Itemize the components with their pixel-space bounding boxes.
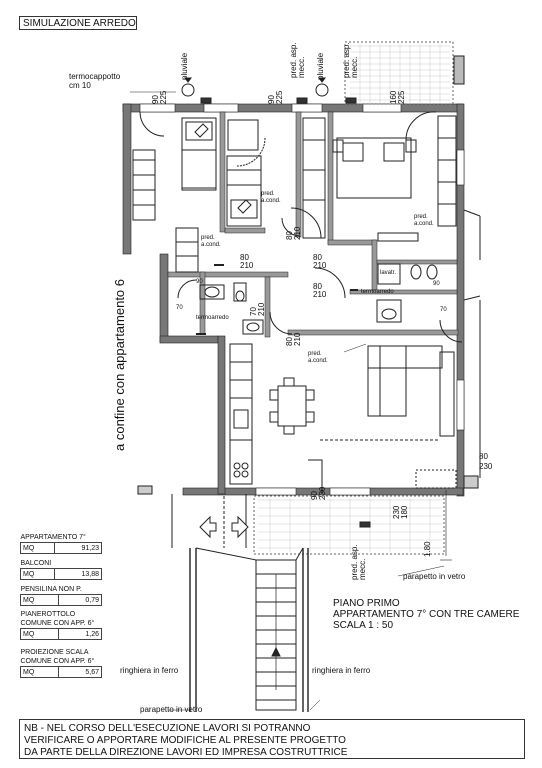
area-unit: MQ: [20, 568, 55, 580]
dim-door-6: 80 210: [285, 332, 302, 346]
area-unit: MQ: [20, 666, 59, 678]
plan-caption-apartment: APPARTAMENTO 7° CON TRE CAMERE: [333, 609, 520, 620]
dim-window-3: 160 225: [389, 90, 406, 104]
lavatrice-label: lavatr.: [380, 270, 397, 276]
dim-door-1: 80 210: [285, 226, 302, 240]
plan-caption-floor: PIANO PRIMO: [333, 598, 400, 609]
area-unit: MQ: [20, 594, 59, 606]
pred-cond-label-4: pred. a.cond.: [308, 351, 328, 364]
area-title: PROIEZIONE SCALA COMUNE CON APP. 6°: [20, 649, 95, 665]
west-wall-upper: [122, 103, 132, 255]
parapetto-label-2: parapetto in vetro: [140, 705, 203, 714]
area-value: 13,88: [53, 568, 103, 580]
dim-window-1: 90 225: [151, 90, 168, 104]
pred-cond-label-2: pred. a.cond.: [201, 235, 221, 248]
dim-bath-1: 90: [196, 279, 203, 285]
parapetto-label-1: parapetto in vetro: [403, 572, 466, 581]
note-line-3: DA PARTE DELLA DIREZIONE LAVORI ED IMPRE…: [24, 747, 348, 758]
pred-cond-label-1: pred. a.cond.: [261, 191, 281, 204]
pred-asp-mecc-label-3: pred. asp. mecc.: [350, 544, 367, 580]
boundary-label: a confine con appartamento 6: [112, 278, 127, 451]
dim-door-8: 230 180: [392, 505, 409, 519]
dim-door-2: 80 210: [240, 253, 254, 270]
area-title: APPARTAMENTO 7°: [20, 533, 86, 541]
south-wall: [182, 487, 464, 496]
ringhiera-label-1: ringhiera in ferro: [120, 666, 179, 675]
pluviale-label-1: pluviale: [180, 52, 189, 80]
thickness-label: cm 10: [69, 81, 91, 90]
ringhiera-label-2: ringhiera in ferro: [312, 666, 371, 675]
area-title: PIANEROTTOLO COMUNE CON APP. 6°: [20, 611, 95, 627]
dim-door-7: 90 230: [310, 486, 327, 500]
dim-door-5: 70 210: [249, 302, 266, 316]
pluviale-label-2: pluviale: [316, 52, 325, 80]
area-title: BALCONI: [20, 559, 52, 567]
dim-bath-4: 90: [433, 281, 440, 287]
area-value: 0,79: [57, 594, 103, 606]
note-line-2: VERIFICARE O APPORTARE MODIFICHE AL PRES…: [24, 735, 346, 746]
area-unit: MQ: [20, 542, 55, 554]
termoarredo-label-1: termoarredo: [361, 289, 394, 295]
dim-door-4: 80 210: [313, 282, 327, 299]
note-line-1: NB - NEL CORSO DELL'ESECUZIONE LAVORI SI…: [24, 723, 311, 734]
dim-balcony: 1.80: [423, 541, 432, 557]
area-value: 1,26: [57, 628, 103, 640]
dim-bath-2: 70: [176, 305, 183, 311]
dim-door-3: 80 210: [313, 253, 327, 270]
termocappotto-label: termocappotto: [69, 72, 121, 81]
kitchen-wall: [217, 335, 226, 495]
pred-asp-mecc-label-1: pred. asp. mecc.: [289, 42, 306, 78]
sheet-title: SIMULAZIONE ARREDO: [19, 16, 137, 30]
pred-cond-label-3: pred. a.cond.: [414, 214, 434, 227]
plan-caption-scale: SCALA 1 : 50: [333, 620, 394, 631]
dim-window-east: 80 230: [479, 452, 493, 471]
south-wall-west: [159, 335, 219, 344]
area-value: 5,67: [57, 666, 103, 678]
area-title: PENSILINA NON P.: [20, 585, 82, 593]
pred-asp-mecc-label-2: pred. asp. mecc.: [342, 42, 359, 78]
termoarredo-label-2: termoarredo: [196, 315, 229, 321]
area-unit: MQ: [20, 628, 59, 640]
dim-bath-3: 70: [440, 307, 447, 313]
dim-window-2: 90 225: [267, 90, 284, 104]
west-wall-lower: [159, 253, 169, 343]
area-value: 91,23: [53, 542, 103, 554]
disclaimer-note: NB - NEL CORSO DELL'ESECUZIONE LAVORI SI…: [19, 719, 525, 759]
